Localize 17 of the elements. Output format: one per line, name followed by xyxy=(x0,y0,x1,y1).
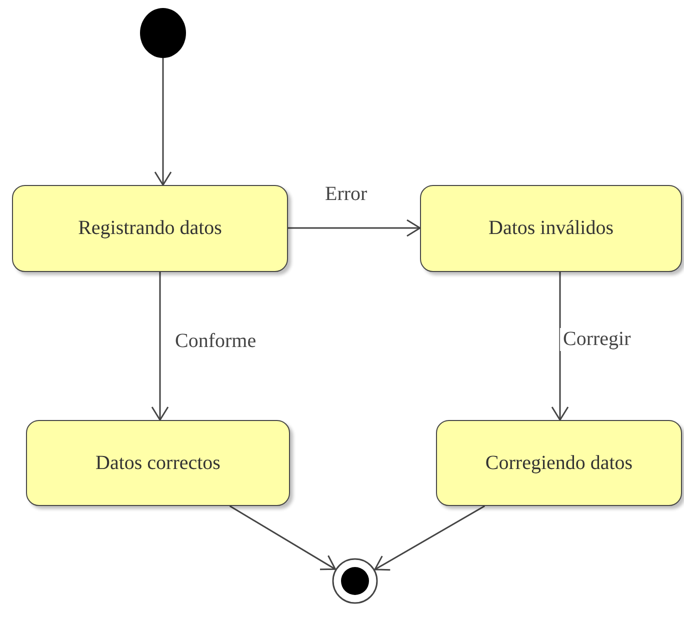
state-name: Registrando datos xyxy=(78,217,222,240)
state-box xyxy=(436,420,682,506)
state-name: Datos inválidos xyxy=(488,217,614,240)
state-name: Corregiendo datos xyxy=(485,452,633,474)
transition-arrow xyxy=(374,505,486,571)
transition-arrow xyxy=(229,505,336,570)
transition-arrow xyxy=(288,219,421,237)
transition-arrow xyxy=(151,272,169,421)
state-box xyxy=(12,185,288,272)
final-state-symbol xyxy=(332,558,378,604)
state-name: Datos correctos xyxy=(96,452,220,474)
edge-label: Corregir xyxy=(560,328,634,351)
initial-state-dot xyxy=(140,8,186,58)
state-box xyxy=(420,185,682,272)
transition-arrow xyxy=(551,272,569,421)
state-box xyxy=(26,420,290,506)
transition-arrow xyxy=(154,58,172,186)
